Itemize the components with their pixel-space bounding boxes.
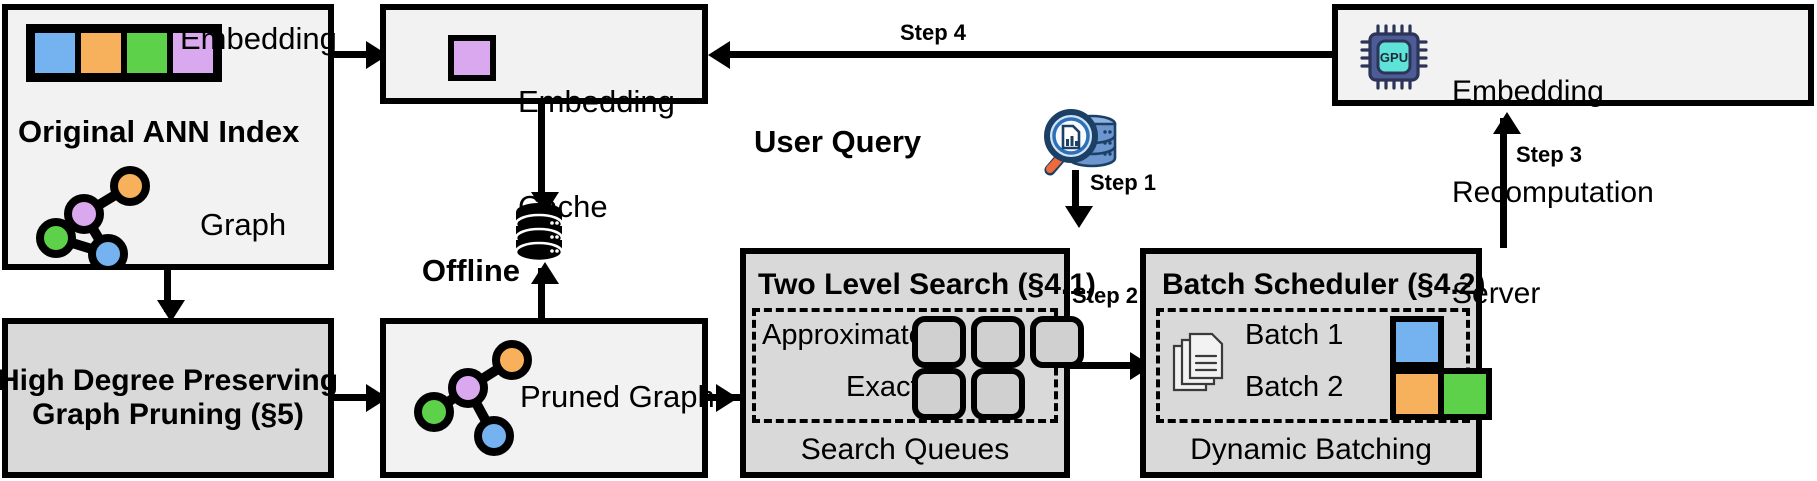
arrow-pruned-to-storage-head [531, 262, 559, 284]
graph-label: Graph [200, 207, 287, 242]
queue-slot[interactable] [971, 316, 1025, 368]
arrow-step1-line [1072, 170, 1079, 216]
pruned-node-orange [492, 340, 532, 380]
step-1-label: Step 1 [1090, 170, 1157, 195]
graph-node-green [36, 218, 76, 258]
graph-pruning-box [2, 318, 334, 478]
pruned-node-purple [448, 368, 488, 408]
original-ann-index-title: Original ANN Index [18, 114, 300, 149]
approximate-label: Approximate [762, 319, 925, 351]
arrow-step4-head [708, 41, 730, 69]
embedding-cell-green [124, 30, 170, 76]
arrow-cache-to-storage-line [538, 104, 545, 204]
batch-chip-orange [1390, 368, 1444, 420]
embedding-cache-box [380, 4, 708, 104]
graph-pruning-line2: Graph Pruning (§5) [32, 398, 304, 431]
arrow-step2-line [1070, 362, 1148, 369]
query-search-database-icon [1036, 104, 1120, 180]
queue-slot[interactable] [912, 368, 966, 420]
user-query-label: User Query [754, 124, 922, 159]
pruned-graph-label: Pruned Graph [520, 379, 715, 414]
graph-node-purple [64, 194, 104, 234]
batch-1-chips [1390, 316, 1444, 368]
batch-chip-green [1438, 368, 1492, 420]
search-queues-footer: Search Queues [800, 433, 1010, 467]
gpu-chip-icon: GPU [1358, 22, 1430, 92]
exact-queue-slots[interactable] [912, 368, 1025, 420]
dynamic-batching-dashed-region [1156, 308, 1470, 423]
arrow-index-to-pruning-head [157, 300, 185, 322]
database-icon [514, 202, 564, 264]
embedding-cell-blue [32, 30, 78, 76]
arrow-index-to-cache-line [334, 51, 372, 58]
dynamic-batching-footer: Dynamic Batching [1190, 433, 1432, 467]
graph-pruning-title: High Degree Preserving Graph Pruning (§5… [0, 318, 338, 478]
gpu-icon-text: GPU [1380, 50, 1408, 65]
step-4-label: Step 4 [900, 20, 967, 45]
step-3-label: Step 3 [1516, 142, 1583, 167]
graph-node-orange [110, 166, 150, 206]
arrow-step1-head [1065, 206, 1093, 228]
batch-scheduler-title: Batch Scheduler (§4.2) [1162, 268, 1486, 301]
recomputation-server-title: Embedding Recomputation Server [1452, 8, 1654, 378]
arrow-pruned-to-storage-line [538, 268, 545, 320]
two-level-search-title: Two Level Search (§4.1) [758, 268, 1096, 301]
batch-chip-blue [1390, 316, 1444, 368]
original-graph [36, 166, 166, 274]
recomputation-server-line1: Embedding [1452, 75, 1604, 109]
step-2-label: Step 2 [1072, 283, 1139, 308]
embedding-strip [26, 24, 222, 82]
batch-1-label: Batch 1 [1245, 319, 1344, 351]
exact-label: Exact [846, 371, 919, 403]
arrow-pruned-to-search-head [716, 384, 738, 412]
arrow-index-to-pruning-line [164, 270, 171, 312]
approximate-queue-slots[interactable] [912, 316, 1084, 368]
pruned-node-blue [474, 416, 514, 456]
pruned-node-green [414, 392, 454, 432]
arrow-step3-head [1493, 112, 1521, 134]
arrow-step3-line [1500, 118, 1507, 248]
recomputation-server-line2: Recomputation [1452, 175, 1654, 209]
embedding-cache-chip [448, 35, 496, 81]
embedding-cell-purple [170, 30, 216, 76]
queue-slot[interactable] [971, 368, 1025, 420]
graph-pruning-line1: High Degree Preserving [0, 364, 339, 398]
queue-slot[interactable] [1030, 316, 1084, 368]
pruned-graph [412, 336, 542, 460]
recomputation-server-line3: Server [1452, 276, 1541, 310]
graph-node-blue [88, 234, 128, 274]
arrow-step4-line [726, 51, 1334, 58]
embedding-cell-orange [78, 30, 124, 76]
queue-slot[interactable] [912, 316, 966, 368]
offline-storage-line1: Offline [421, 253, 520, 289]
documents-icon [1170, 330, 1230, 396]
embedding-label: Embedding [180, 21, 337, 56]
batch-2-label: Batch 2 [1245, 371, 1344, 403]
batch-2-chips [1390, 368, 1492, 420]
arrow-pruning-to-pruned-line [334, 394, 372, 401]
